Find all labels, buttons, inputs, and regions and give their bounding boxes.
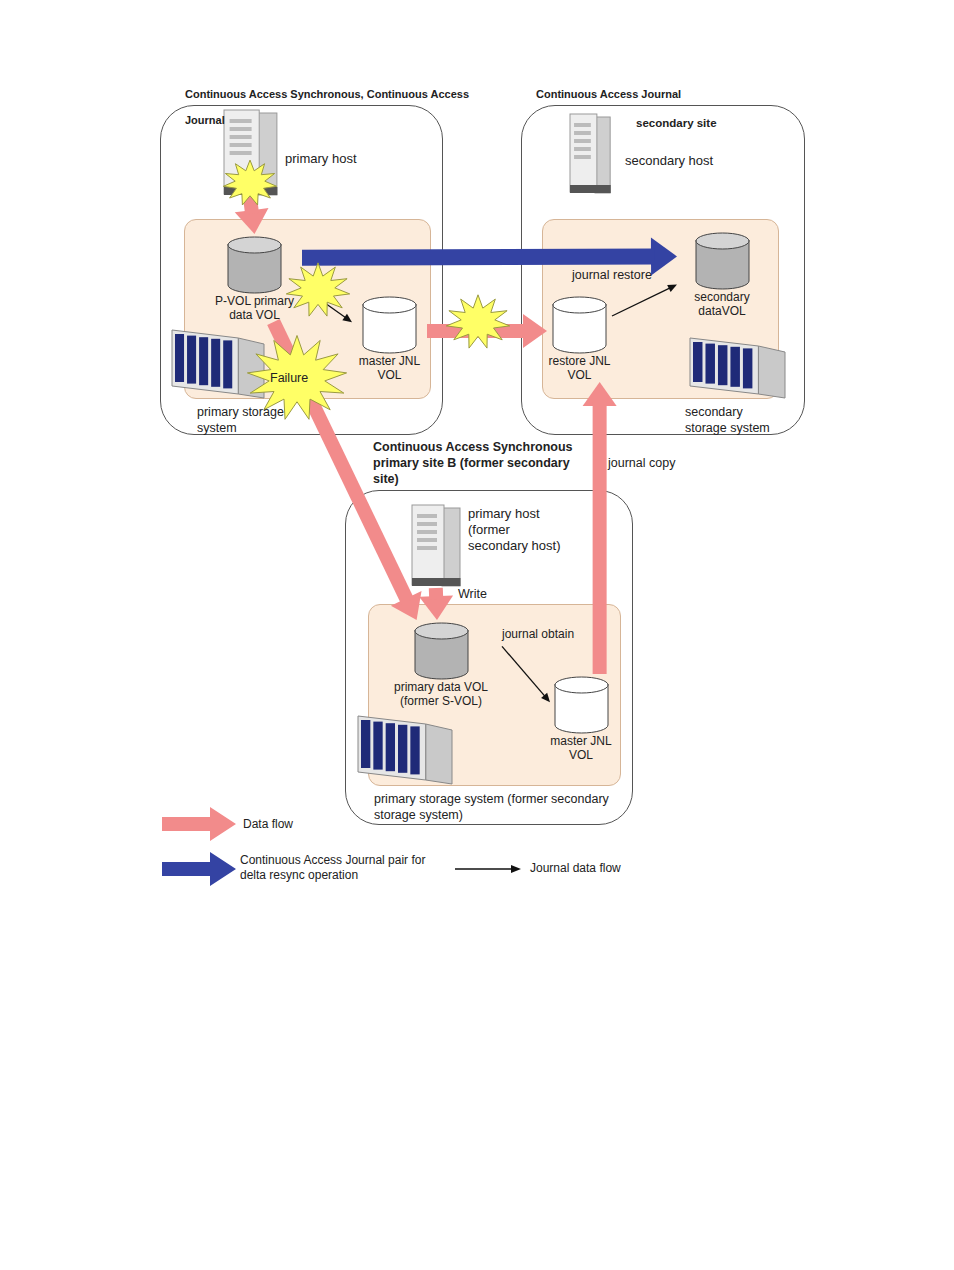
host-base <box>412 578 461 586</box>
cylinder-icon <box>554 676 609 734</box>
volume-node: primary data VOL (former S-VOL) <box>380 620 502 708</box>
host-slot <box>574 139 591 143</box>
cylinder-top <box>415 623 468 639</box>
cylinder-icon <box>362 296 417 354</box>
host-node: primary host <box>223 109 373 197</box>
legend-swatch <box>162 851 237 887</box>
cylinder-icon <box>552 296 607 354</box>
cylinder-top <box>553 297 606 313</box>
host-slot <box>417 546 437 550</box>
host-front <box>224 110 259 194</box>
cylinder-icon <box>227 236 282 294</box>
site-heading: Continuous Access Synchronous primary si… <box>373 439 588 487</box>
host-slot <box>574 147 591 151</box>
edge-label: journal restore <box>572 268 652 282</box>
host-slot <box>230 127 252 131</box>
legend-arrow <box>162 852 236 886</box>
host-side <box>442 508 460 586</box>
storage-box: secondary storage systemrestore JNL VOLs… <box>542 219 779 399</box>
rack-bay <box>175 334 184 382</box>
host-slot <box>230 135 252 139</box>
storage-label: primary storage system (former secondary… <box>374 791 614 823</box>
volume-label: restore JNL VOL <box>547 354 612 382</box>
host-slot <box>574 131 591 135</box>
volume-node: master JNL VOL <box>352 294 427 382</box>
host-slot <box>230 151 252 155</box>
site-region: Continuous Access Synchronous, Continuou… <box>160 105 443 435</box>
annotation: journal obtain <box>502 627 574 641</box>
edge-label: journal copy <box>608 456 675 470</box>
volume-node: secondary dataVOL <box>677 230 767 318</box>
host-slot <box>417 538 437 542</box>
site-heading: Continuous Access Synchronous, Continuou… <box>185 81 510 133</box>
host-slot <box>230 119 252 123</box>
legend-line <box>455 868 517 869</box>
storage-label: secondary storage system <box>685 404 785 436</box>
host-front <box>412 505 444 585</box>
cylinder-top <box>228 237 281 253</box>
host-node: primary host (former secondary host) <box>411 504 566 588</box>
cylinder-top <box>555 677 608 693</box>
storage-box: primary storage system (former secondary… <box>368 604 621 786</box>
cylinder-icon <box>414 622 469 680</box>
host-icon <box>223 109 278 197</box>
host-label: primary host <box>285 151 357 167</box>
volume-node: master JNL VOL <box>550 674 612 762</box>
legend-text: Continuous Access Journal pair for delta… <box>240 853 450 883</box>
site-heading: secondary site <box>636 116 717 130</box>
site-heading: Continuous Access Journal <box>536 87 681 101</box>
host-slot <box>574 155 591 159</box>
host-front <box>570 114 597 192</box>
host-label: primary host (former secondary host) <box>468 506 568 554</box>
volume-label: P-VOL primary data VOL <box>207 294 302 322</box>
arrow-shaft <box>250 197 252 214</box>
cylinder-top <box>363 297 416 313</box>
arrow-shaft <box>429 588 443 600</box>
site-region: Continuous Access Journalsecondary sites… <box>521 105 805 435</box>
volume-label: master JNL VOL <box>352 354 427 382</box>
host-icon <box>411 504 461 588</box>
volume-label: master JNL VOL <box>550 734 612 762</box>
host-base <box>570 185 611 193</box>
failure-label: Failure <box>270 371 308 385</box>
site-region: Continuous Access Synchronous primary si… <box>345 490 633 825</box>
host-label: secondary host <box>625 153 713 169</box>
volume-node: P-VOL primary data VOL <box>207 234 302 322</box>
legend-arrowhead <box>511 865 521 873</box>
host-icon <box>569 113 611 195</box>
volume-node: restore JNL VOL <box>547 294 612 382</box>
legend-text: Data flow <box>243 817 293 832</box>
edge-label: Write <box>458 587 487 601</box>
cylinder-top <box>696 233 749 249</box>
volume-label: primary data VOL (former S-VOL) <box>380 680 502 708</box>
storage-label: primary storage system <box>197 404 297 436</box>
legend-swatch <box>162 806 237 842</box>
legend-line-sample <box>455 858 530 894</box>
legend-arrow <box>162 807 236 841</box>
host-slot <box>417 530 437 534</box>
cylinder-icon <box>695 232 750 290</box>
host-slot <box>230 143 252 147</box>
failure-burst <box>446 295 509 348</box>
host-slot <box>574 123 591 127</box>
data-flow-arrow <box>427 314 547 348</box>
arrow-shaft <box>427 324 527 338</box>
host-side <box>257 113 277 195</box>
host-slot <box>417 514 437 518</box>
volume-label: secondary dataVOL <box>677 290 767 318</box>
host-base <box>224 187 277 195</box>
legend-text: Journal data flow <box>530 861 621 876</box>
host-slot <box>417 522 437 526</box>
